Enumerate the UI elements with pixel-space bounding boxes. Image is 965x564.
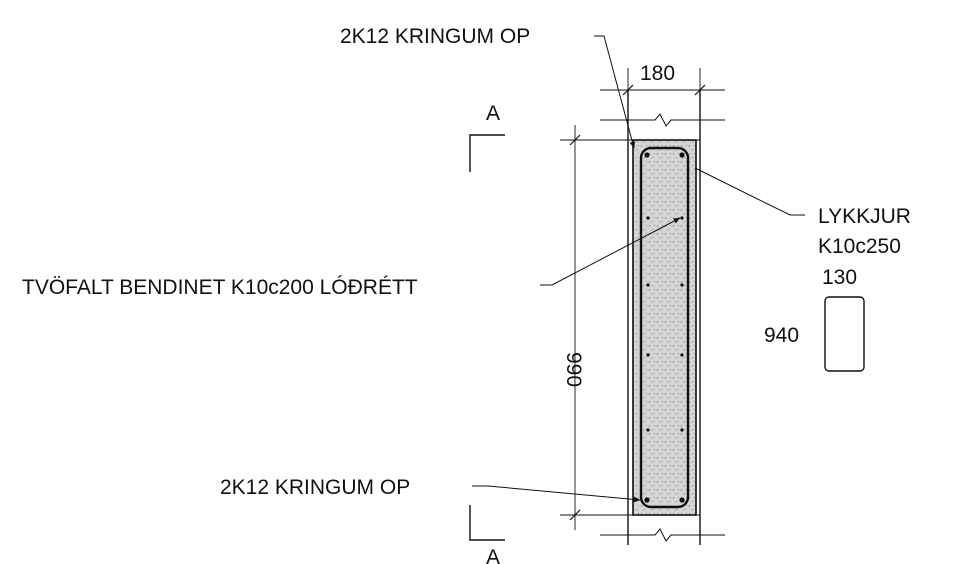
loop-width-label: 130 [822, 266, 857, 289]
section-mark-bottom-label: A [486, 546, 500, 564]
bottom-rebar-note: 2K12 KRINGUM OP [220, 476, 410, 499]
section-mark-top [469, 134, 505, 172]
loop-height-label: 940 [764, 324, 799, 347]
section-mark-bottom [469, 505, 505, 541]
leader-lines [472, 35, 805, 503]
height-dimension-label: 990 [562, 352, 585, 387]
loops-title: LYKKJUR [818, 205, 911, 228]
dimension-thickness [600, 68, 725, 112]
thickness-dimension-label: 180 [640, 62, 675, 85]
loop-detail-shape [824, 296, 865, 372]
top-rebar-note: 2K12 KRINGUM OP [340, 25, 530, 48]
mesh-note: TVÖFALT BENDINET K10c200 LÓÐRÉTT [22, 276, 418, 299]
section-mark-top-label: A [486, 102, 500, 125]
loops-spec: K10c250 [818, 235, 901, 258]
rebar-loop [639, 146, 690, 509]
concrete-section [632, 139, 697, 516]
dimension-height [560, 125, 610, 530]
rebar-dots [644, 152, 685, 503]
